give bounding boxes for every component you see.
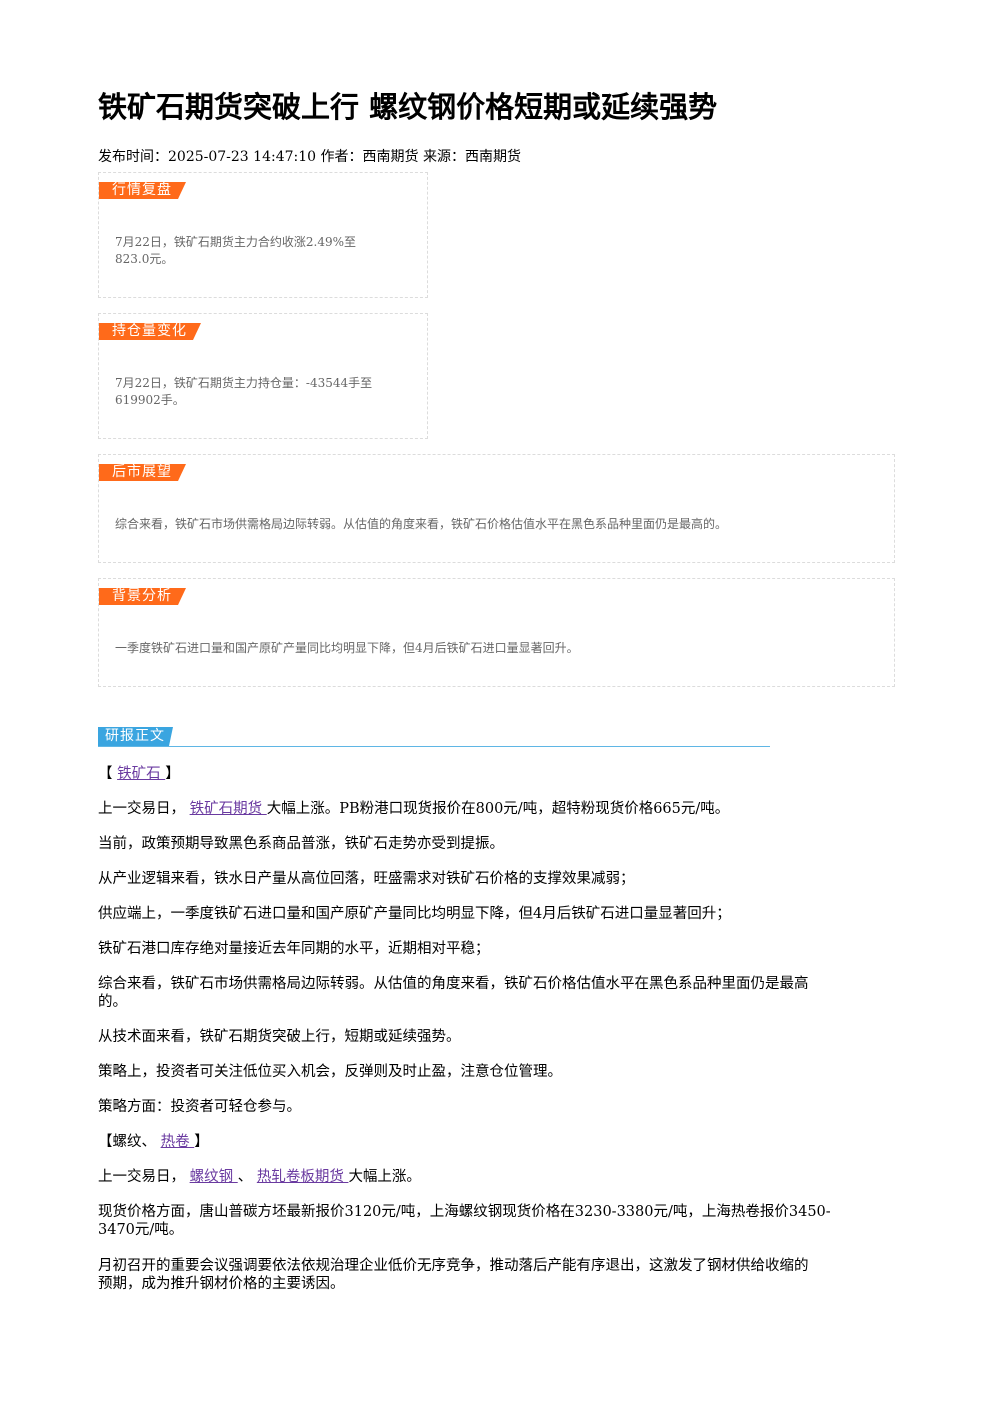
paragraph: 上一交易日， 铁矿石期货 大幅上涨。PB粉港口现货报价在800元/吨，超特粉现货… <box>98 801 730 817</box>
card-text-line: 7月22日，铁矿石期货主力持仓量：-43544手至 <box>115 376 373 390</box>
card-text-line: 619902手。 <box>115 393 185 407</box>
link-iron-ore[interactable]: 铁矿石 <box>117 766 166 782</box>
paragraph: 供应端上，一季度铁矿石进口量和国产原矿产量同比均明显下降，但4月后铁矿石进口量显… <box>98 906 731 922</box>
card-market-review: 行情复盘 7月22日，铁矿石期货主力合约收涨2.49%至 823.0元。 <box>98 172 428 298</box>
article-meta: 发布时间：2025-07-23 14:47:10 作者：西南期货 来源：西南期货 <box>98 149 521 165</box>
card-tag: 背景分析 <box>99 588 186 605</box>
paragraph: 策略方面：投资者可轻仓参与。 <box>98 1099 301 1115</box>
paragraph-line: 现货价格方面，唐山普碳方坯最新报价3120元/吨，上海螺纹钢现货价格在3230-… <box>98 1204 831 1220</box>
card-text-line: 一季度铁矿石进口量和国产原矿产量同比均明显下降，但4月后铁矿石进口量显著回升。 <box>115 641 579 655</box>
card-outlook: 后市展望 综合来看，铁矿石市场供需格局边际转弱。从估值的角度来看，铁矿石价格估值… <box>98 454 895 563</box>
section-heading-rebar-hrc: 【螺纹、 热卷 】 <box>98 1134 209 1150</box>
paragraph: 从产业逻辑来看，铁水日产量从高位回落，旺盛需求对铁矿石价格的支撑效果减弱； <box>98 871 635 887</box>
paragraph: 策略上，投资者可关注低位买入机会，反弹则及时止盈，注意仓位管理。 <box>98 1064 562 1080</box>
card-tag: 持仓量变化 <box>99 323 201 340</box>
paragraph-line: 的。 <box>98 994 127 1010</box>
report-tag: 研报正文 <box>98 727 173 746</box>
card-tag: 后市展望 <box>99 464 186 481</box>
link-iron-ore-futures[interactable]: 铁矿石期货 <box>189 801 267 817</box>
section-heading-iron-ore: 【 铁矿石 】 <box>98 766 180 782</box>
card-open-interest: 持仓量变化 7月22日，铁矿石期货主力持仓量：-43544手至 619902手。 <box>98 313 428 439</box>
link-rebar[interactable]: 螺纹钢 <box>189 1169 238 1185</box>
paragraph-line: 月初召开的重要会议强调要依法依规治理企业低价无序竞争，推动落后产能有序退出，这激… <box>98 1258 809 1274</box>
paragraph: 铁矿石港口库存绝对量接近去年同期的水平，近期相对平稳； <box>98 941 490 957</box>
paragraph: 从技术面来看，铁矿石期货突破上行，短期或延续强势。 <box>98 1029 461 1045</box>
paragraph-line: 预期，成为推升钢材价格的主要诱因。 <box>98 1276 345 1292</box>
card-tag: 行情复盘 <box>99 182 186 199</box>
paragraph: 当前，政策预期导致黑色系商品普涨，铁矿石走势亦受到提振。 <box>98 836 504 852</box>
card-text-line: 7月22日，铁矿石期货主力合约收涨2.49%至 <box>115 235 357 249</box>
card-text-line: 综合来看，铁矿石市场供需格局边际转弱。从估值的角度来看，铁矿石价格估值水平在黑色… <box>115 517 728 531</box>
paragraph-line: 综合来看，铁矿石市场供需格局边际转弱。从估值的角度来看，铁矿石价格估值水平在黑色… <box>98 976 809 992</box>
paragraph: 上一交易日， 螺纹钢 、 热轧卷板期货 大幅上涨。 <box>98 1169 421 1185</box>
article-title: 铁矿石期货突破上行 螺纹钢价格短期或延续强势 <box>98 90 718 124</box>
report-section-header: 研报正文 <box>98 727 770 747</box>
card-background: 背景分析 一季度铁矿石进口量和国产原矿产量同比均明显下降，但4月后铁矿石进口量显… <box>98 578 895 687</box>
card-text-line: 823.0元。 <box>115 252 174 266</box>
link-hrc-futures[interactable]: 热轧卷板期货 <box>256 1169 349 1185</box>
paragraph-line: 3470元/吨。 <box>98 1222 184 1238</box>
link-hot-rolled-coil[interactable]: 热卷 <box>160 1134 195 1150</box>
